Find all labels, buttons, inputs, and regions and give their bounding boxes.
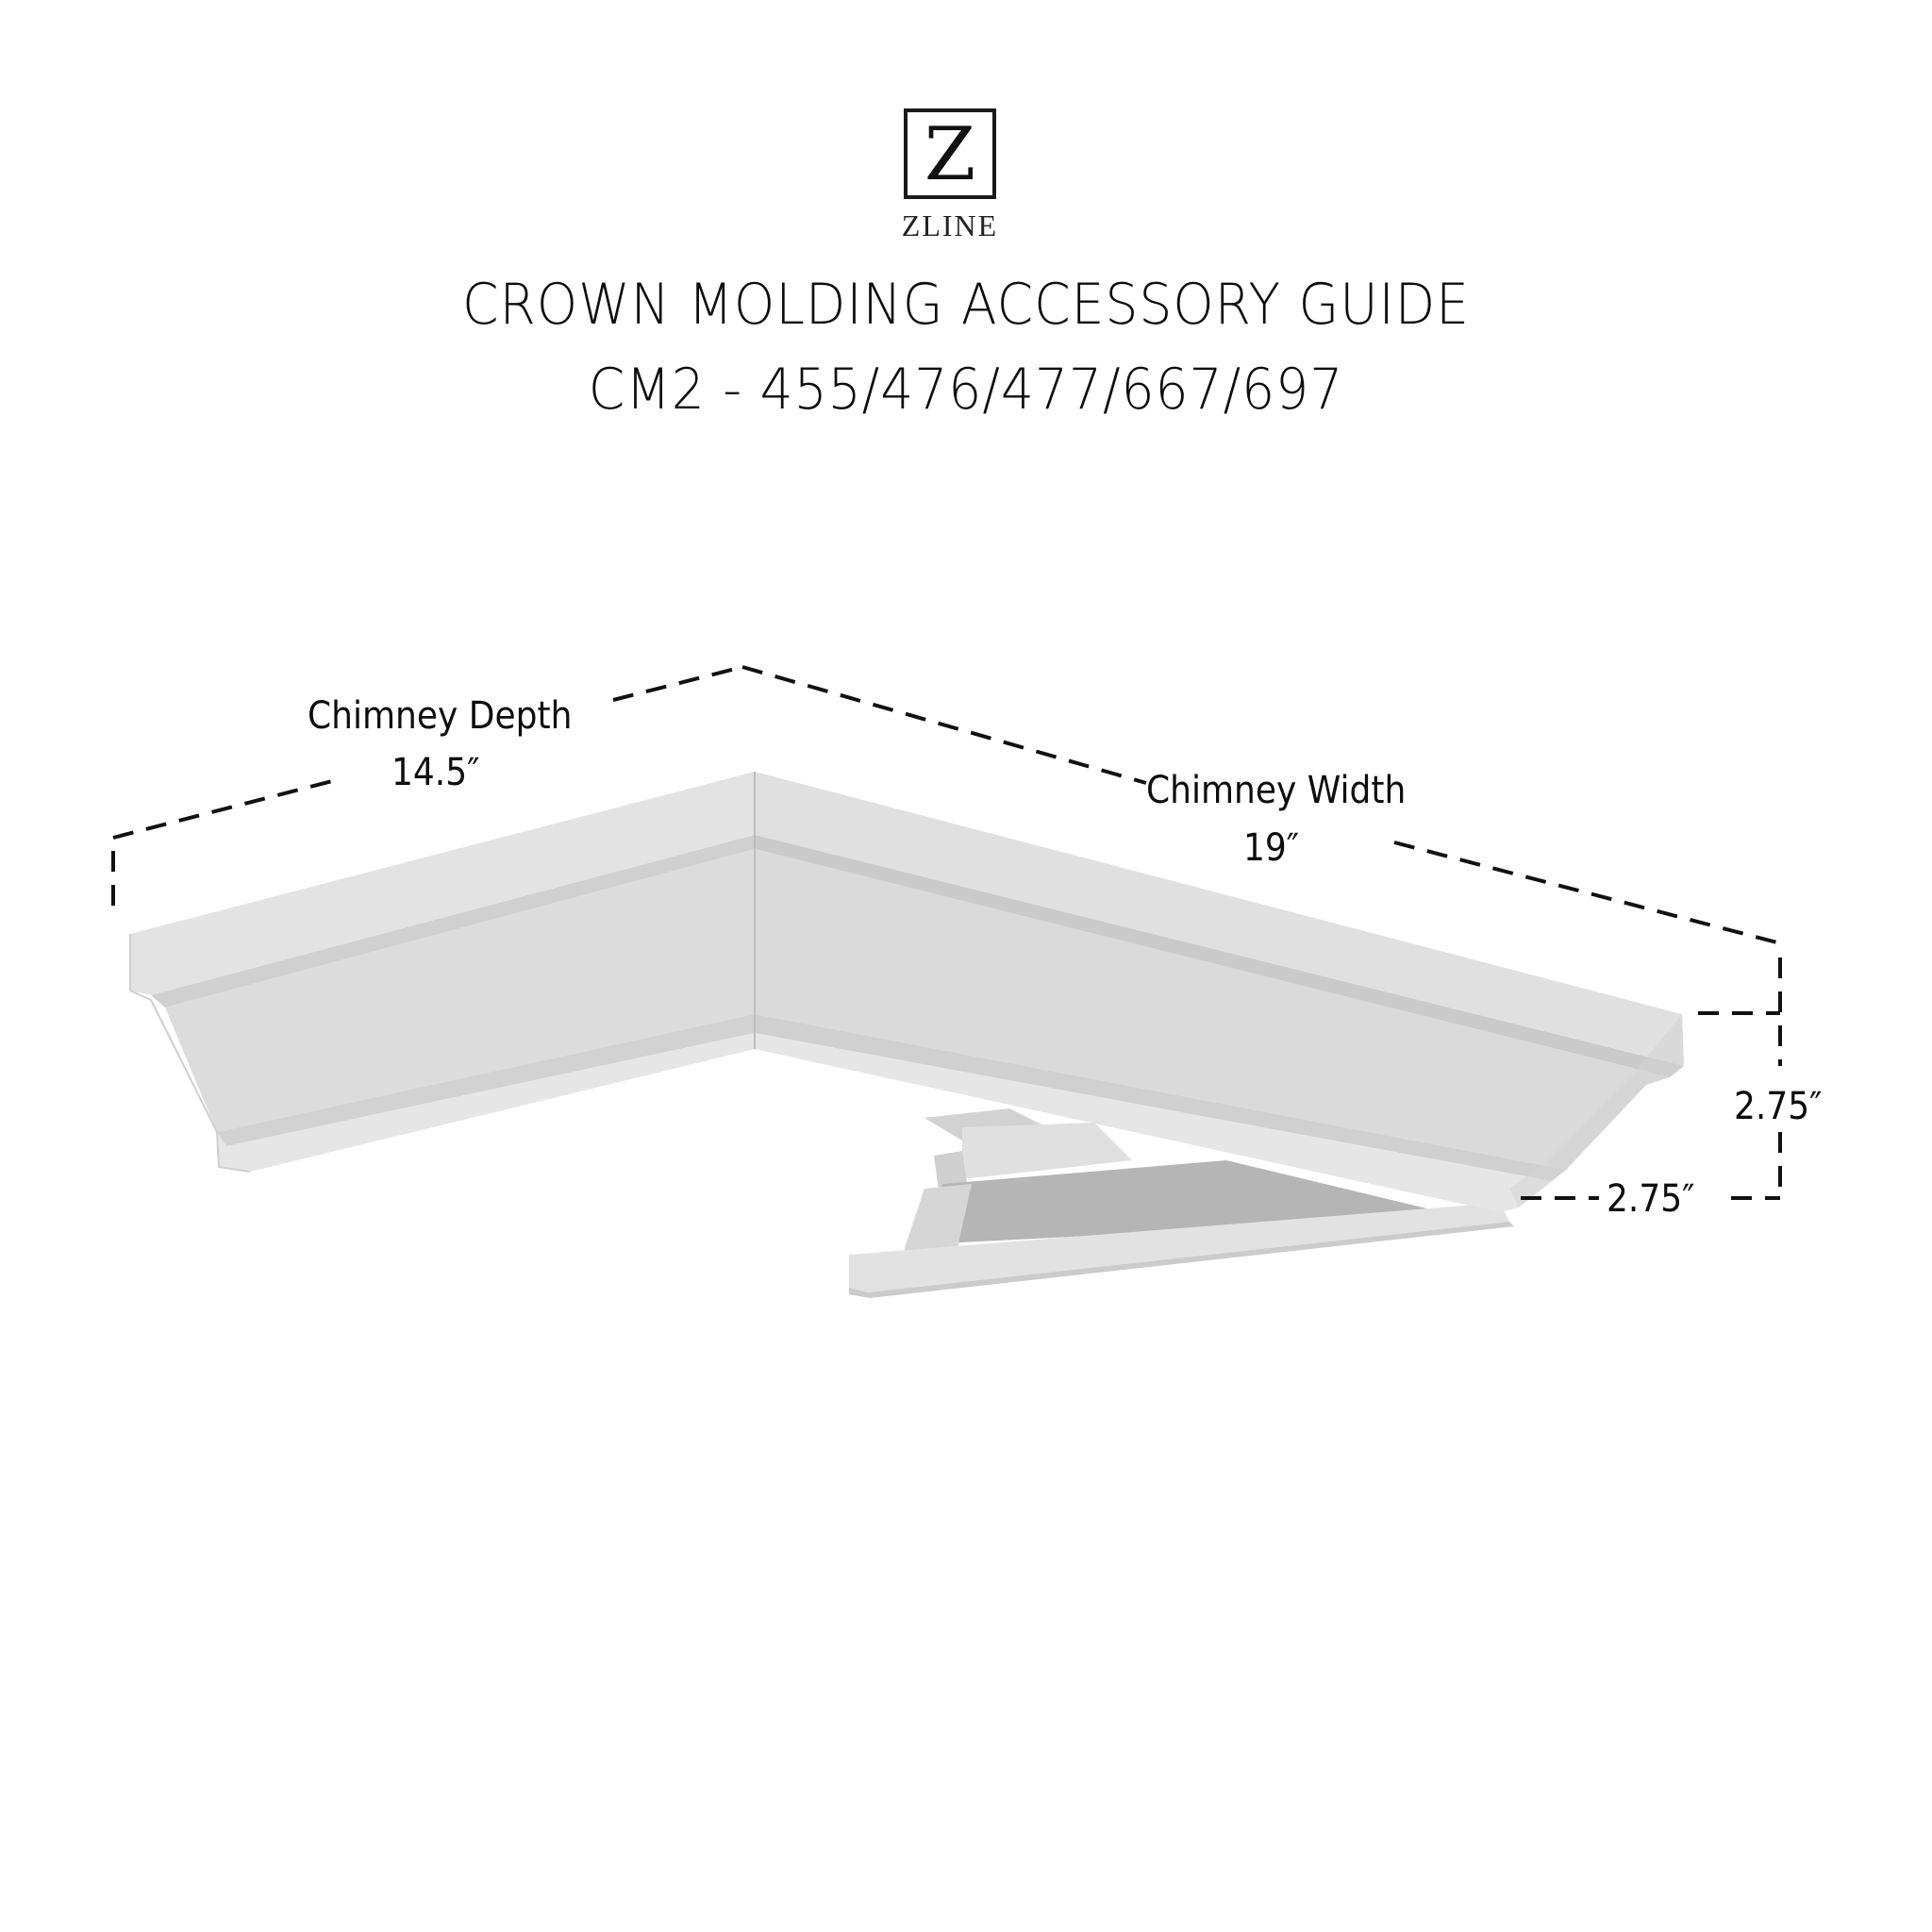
model-numbers: CM2 - 455/476/477/667/697 (588, 357, 1344, 423)
mounting-bracket (849, 1108, 1514, 1298)
molding-right-arm (755, 772, 1684, 1212)
height-value: 2.75″ (1734, 1085, 1823, 1128)
projection-value: 2.75″ (1607, 1177, 1695, 1221)
chimney-depth-value: 14.5″ (391, 751, 480, 794)
molding-left-arm (129, 772, 755, 1173)
guide-title: CROWN MOLDING ACCESSORY GUIDE (462, 272, 1470, 338)
dimension-lines (111, 665, 1789, 1200)
chimney-depth-label: Chimney Depth (308, 694, 573, 738)
logo-wordmark: ZLINE (901, 208, 999, 242)
chimney-width-label: Chimney Width (1146, 769, 1407, 812)
zline-logo: Z (904, 108, 996, 199)
chimney-width-value: 19″ (1243, 826, 1300, 870)
logo-letter: Z (924, 112, 976, 197)
